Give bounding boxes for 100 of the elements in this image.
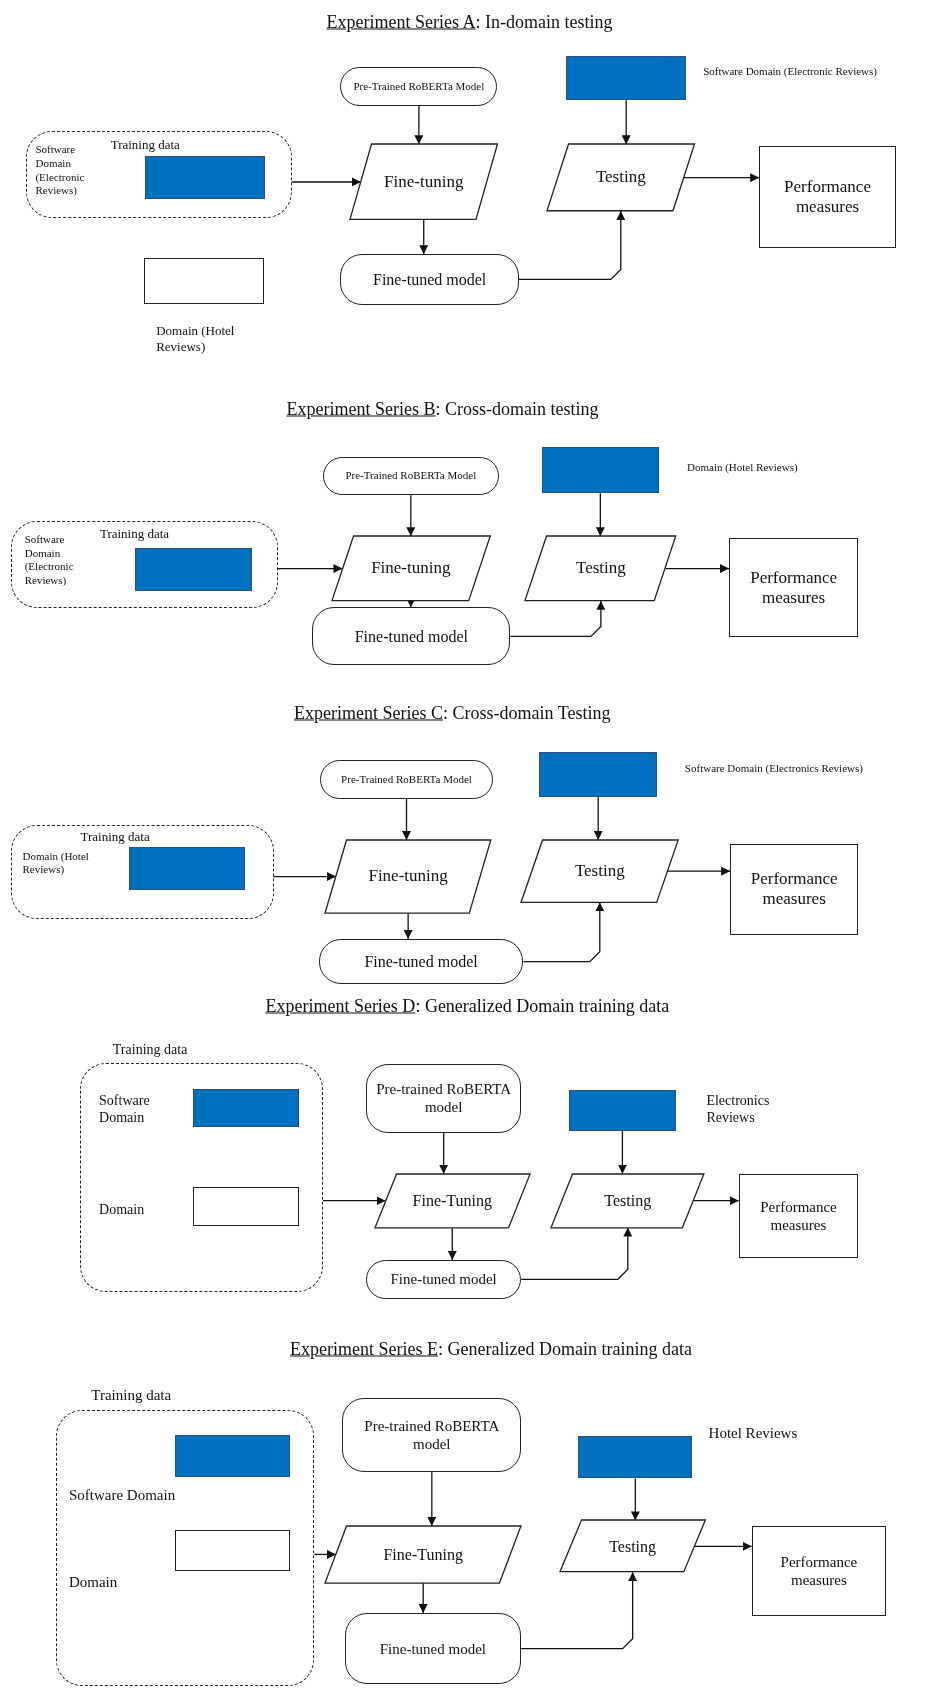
node-label: Performance measures [749,567,839,609]
node-label: Testing [573,860,626,882]
flow-arrow [509,600,606,638]
dataset-label: Software Domain [99,1091,151,1127]
data-box [129,847,246,891]
data-box [541,446,659,494]
data-box [566,56,686,101]
flow-arrow [272,872,337,882]
dataset-label: Domain (Hotel Reviews) [22,849,90,878]
flow-arrow [520,1226,633,1280]
node-label: Performance measures [783,176,872,218]
dataset-label: Domain [99,1200,146,1219]
dataset-label: Software Domain (Electronic Reviews) [703,64,878,79]
data-box [134,548,252,592]
flow-arrow [291,177,362,187]
model-terminal [366,1063,522,1133]
process-parallelogram [551,1173,705,1228]
flow-arrow [683,173,760,183]
section-heading: Experiment Series B: Cross-domain testing [286,398,599,420]
flow-arrow [520,1571,638,1650]
training-data-group [25,131,292,218]
node-label: Pre-Trained RoBERTa Model [352,79,486,93]
model-terminal [342,1397,522,1472]
process-parallelogram [521,839,679,903]
dataset-label: Software Domain [68,1486,177,1505]
flow-arrow [313,1549,337,1559]
flow-arrow [439,1132,449,1175]
flow-arrow [692,1196,740,1206]
data-box [568,1089,677,1131]
node-label: Testing [603,1191,653,1211]
process-parallelogram [325,1525,522,1583]
node-label: Performance measures [779,1553,859,1590]
data-box [145,156,265,200]
model-terminal [312,607,511,666]
flow-arrow [621,99,631,145]
model-terminal [344,1613,522,1685]
dataset-label: Domain (Hotel Reviews) [156,323,236,356]
section-heading: Experiment Series E: Generalized Domain training data [290,1338,692,1360]
flow-arrow [414,104,424,145]
flow-arrow [518,210,626,281]
node-label: Fine-tuning [367,866,449,887]
model-terminal [366,1259,522,1299]
model-terminal [340,66,498,106]
flow-arrow [447,1226,457,1261]
node-label: Fine-tuning [370,558,452,579]
node-label: Pre-trained RoBERTA model [363,1416,501,1453]
flow-arrow [418,1582,428,1614]
output-box [738,1173,859,1258]
output-box [759,146,896,248]
flow-arrow [593,796,603,841]
dataset-label: Software Domain (Electronic Reviews) [35,143,86,199]
model-terminal [323,456,499,496]
node-label: Fine-tuned model [363,952,479,972]
group-title: Training data [78,829,152,846]
process-parallelogram [325,839,492,914]
flow-arrow [402,798,411,841]
flow-arrow [427,1471,437,1527]
node-label: Performance measures [749,869,839,910]
node-label: Pre-trained RoBERTA model [375,1080,513,1117]
flow-arrow [522,901,605,963]
node-label: Fine-Tuning [382,1544,464,1564]
flow-arrow [419,219,429,255]
flow-arrow [595,492,605,537]
node-label: Fine-tuning [383,171,465,193]
model-terminal [340,254,519,305]
flow-arrow [664,564,730,574]
output-box [751,1525,887,1617]
node-label: Pre-Trained RoBERTa Model [340,773,473,787]
node-label: Testing [574,558,627,579]
dataset-label: Software Domain (Electronics Reviews) [684,762,864,777]
data-box [192,1088,300,1128]
dataset-label: Hotel Reviews [708,1423,799,1443]
section-heading: Experiment Series C: Cross-domain Testing [294,702,611,724]
node-label: Fine-tuned model [372,269,488,289]
node-label: Fine-tuned model [378,1639,487,1658]
flow-arrow [630,1477,640,1522]
node-label: Fine-tuned model [389,1270,498,1289]
data-box [192,1186,300,1227]
node-label: Fine-Tuning [411,1191,493,1211]
group-title: Training data [97,526,172,543]
node-label: Performance measures [759,1197,838,1234]
model-terminal [318,939,524,985]
process-parallelogram [547,144,695,212]
flow-arrow [403,912,413,940]
dataset-label: Domain (Hotel Reviews) [687,460,799,475]
model-terminal [319,760,494,799]
flow-arrow [617,1130,627,1175]
group-title: Training data [110,1042,190,1059]
output-box [730,844,859,935]
process-parallelogram [559,1520,706,1573]
output-box [729,538,859,638]
process-parallelogram [525,536,677,601]
node-label: Testing [608,1536,658,1556]
process-parallelogram [349,144,498,220]
node-label: Testing [594,167,647,188]
section-heading: Experiment Series A: In-domain testing [326,11,613,33]
data-box [144,258,264,304]
node-label: Pre-Trained RoBERTa Model [344,469,478,483]
flow-arrow [406,494,416,537]
data-box [175,1435,290,1478]
